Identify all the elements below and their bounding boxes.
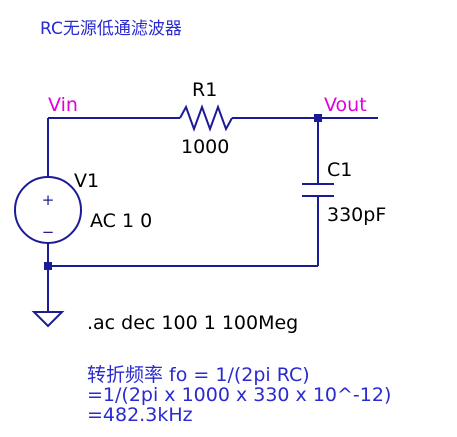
comment-line-1: 转折频率 fo = 1/(2pi RC) (87, 364, 310, 386)
node-vout (314, 114, 322, 122)
resistor-r1: R1 1000 (179, 79, 233, 158)
net-label-vout: Vout (324, 94, 367, 116)
capacitor-value: 330pF (327, 204, 386, 226)
frequency-comment: 转折频率 fo = 1/(2pi RC) =1/(2pi x 1000 x 33… (87, 364, 391, 426)
source-circle (14, 176, 82, 244)
ground-icon (31, 311, 65, 328)
voltage-source-v1: + − V1 AC 1 0 (14, 170, 152, 244)
resistor-ref: R1 (192, 79, 217, 101)
source-ref: V1 (74, 170, 99, 192)
comment-line-2: =1/(2pi x 1000 x 330 x 10^-12) (87, 384, 391, 406)
comment-line-3: =482.3kHz (87, 404, 193, 426)
diagram-title: RC无源低通滤波器 (40, 19, 182, 39)
node-ground (44, 262, 52, 270)
capacitor-ref: C1 (327, 159, 352, 181)
spice-directive: .ac dec 100 1 100Meg (87, 312, 298, 334)
source-plus-sign: + (42, 191, 55, 209)
source-minus-sign: − (42, 223, 55, 241)
resistor-value: 1000 (181, 136, 229, 158)
resistor-zigzag (179, 104, 233, 132)
source-value: AC 1 0 (90, 210, 152, 232)
net-label-vin: Vin (48, 94, 78, 116)
capacitor-c1: C1 330pF (302, 159, 386, 226)
wires (47, 117, 378, 312)
